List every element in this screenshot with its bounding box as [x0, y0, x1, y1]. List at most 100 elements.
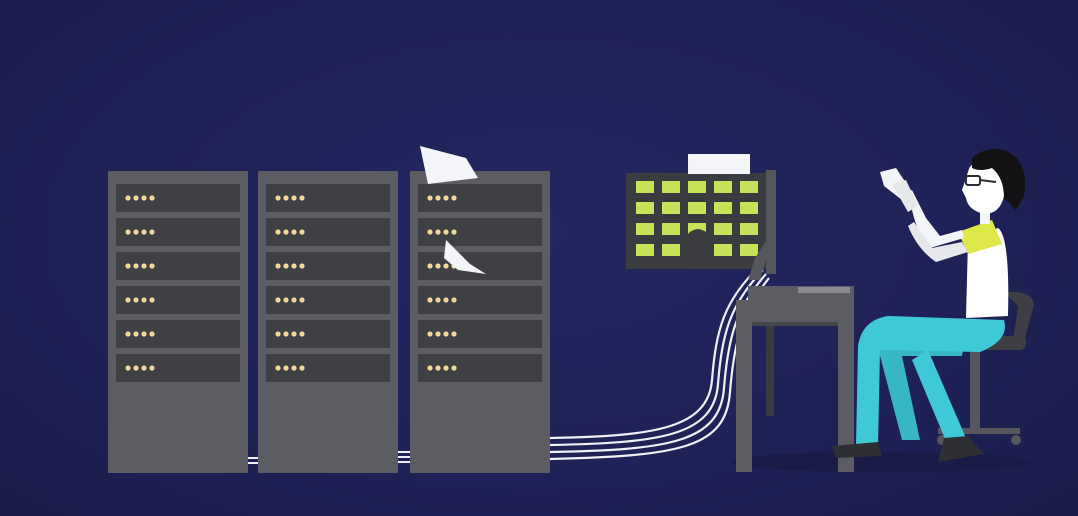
server-led — [125, 195, 131, 201]
server-rack-icon — [410, 171, 550, 473]
server-led — [299, 263, 305, 269]
server-led — [443, 195, 449, 201]
screen-chip — [714, 202, 732, 214]
server-led — [443, 331, 449, 337]
screen-chip — [662, 202, 680, 214]
server-led — [133, 365, 139, 371]
server-led — [427, 263, 433, 269]
server-led — [141, 263, 147, 269]
server-led — [283, 297, 289, 303]
server-led — [141, 297, 147, 303]
screen-chip — [740, 223, 758, 235]
server-led — [149, 297, 155, 303]
server-led — [427, 229, 433, 235]
screen-chip — [636, 181, 654, 193]
screen-chip — [740, 181, 758, 193]
server-led — [291, 195, 297, 201]
server-led — [443, 263, 449, 269]
server-led — [291, 229, 297, 235]
server-led — [125, 365, 131, 371]
server-led — [451, 195, 457, 201]
desk-icon — [736, 286, 854, 472]
server-led — [435, 229, 441, 235]
server-led — [299, 195, 305, 201]
server-led — [427, 297, 433, 303]
server-led — [299, 365, 305, 371]
server-led — [291, 263, 297, 269]
server-led — [299, 297, 305, 303]
server-led — [125, 263, 131, 269]
server-led — [291, 297, 297, 303]
server-led — [451, 331, 457, 337]
server-led — [283, 195, 289, 201]
server-led — [133, 297, 139, 303]
server-led — [283, 365, 289, 371]
screen-chip — [688, 202, 706, 214]
server-led — [149, 229, 155, 235]
server-led — [443, 365, 449, 371]
server-led — [275, 365, 281, 371]
server-led — [443, 297, 449, 303]
person-icon — [832, 149, 1026, 462]
server-led — [149, 195, 155, 201]
server-led — [133, 331, 139, 337]
server-led — [451, 365, 457, 371]
screen-chip — [662, 223, 680, 235]
server-led — [149, 331, 155, 337]
server-led — [275, 195, 281, 201]
server-led — [451, 229, 457, 235]
server-led — [141, 195, 147, 201]
server-led — [299, 229, 305, 235]
screen-chip — [636, 223, 654, 235]
server-led — [125, 297, 131, 303]
server-led — [141, 365, 147, 371]
server-led — [141, 331, 147, 337]
server-led — [299, 331, 305, 337]
rack-connector-cables — [245, 451, 410, 464]
screen-chip — [662, 244, 680, 256]
server-led — [283, 331, 289, 337]
server-rack-icon — [258, 171, 398, 473]
screen-chip — [636, 202, 654, 214]
server-led — [133, 263, 139, 269]
screen-chip — [740, 202, 758, 214]
screen-chip — [714, 181, 732, 193]
server-led — [443, 229, 449, 235]
server-led — [435, 297, 441, 303]
server-led — [133, 195, 139, 201]
server-led — [435, 263, 441, 269]
server-led — [275, 229, 281, 235]
server-rack-icon — [108, 171, 248, 473]
screen-chip — [714, 244, 732, 256]
screen-chip — [740, 244, 758, 256]
server-led — [149, 365, 155, 371]
server-led — [291, 331, 297, 337]
screen-chip — [688, 181, 706, 193]
server-led — [283, 229, 289, 235]
paper-sheet-icon — [444, 240, 486, 274]
server-led — [275, 263, 281, 269]
server-led — [133, 229, 139, 235]
server-led — [435, 195, 441, 201]
server-led — [451, 297, 457, 303]
server-led — [427, 331, 433, 337]
server-led — [435, 365, 441, 371]
server-led — [435, 331, 441, 337]
server-led — [275, 297, 281, 303]
screen-chips — [636, 181, 758, 256]
server-led — [283, 263, 289, 269]
server-racks — [108, 171, 550, 473]
server-led — [427, 195, 433, 201]
server-led — [125, 229, 131, 235]
monitor-icon — [626, 154, 776, 280]
server-led — [149, 263, 155, 269]
server-led — [291, 365, 297, 371]
screen-chip — [662, 181, 680, 193]
server-led — [141, 229, 147, 235]
server-led — [427, 365, 433, 371]
screen-chip — [636, 244, 654, 256]
paper-sheet-icon — [420, 146, 478, 184]
server-led — [275, 331, 281, 337]
